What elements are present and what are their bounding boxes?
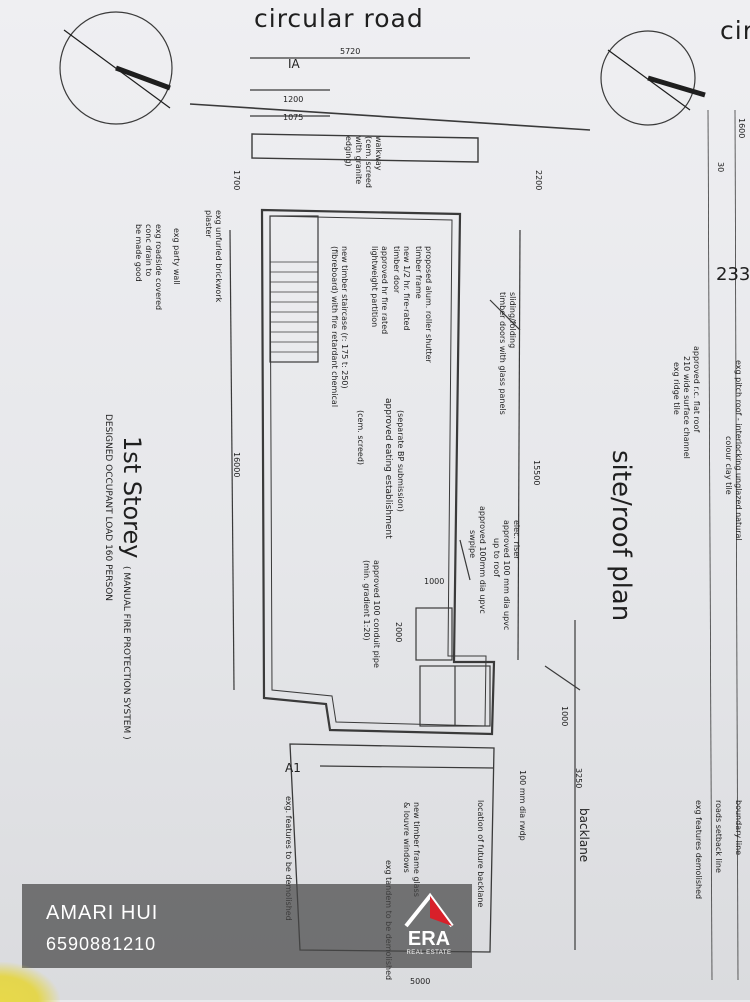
note-timber-glass: timber doors with glass panels: [498, 292, 507, 415]
dimension-2200: 2200: [534, 170, 543, 191]
note-granite: with granite: [354, 136, 363, 185]
section-mark-bottom: A1: [285, 761, 301, 775]
dimension-15500: 15500: [532, 460, 541, 486]
dimension-3250: 3250: [574, 768, 583, 789]
dimension-1700: 1700: [232, 170, 241, 191]
dimension-5720: 5720: [340, 47, 361, 56]
note-sliding-folding: sliding/folding: [508, 292, 517, 349]
note-fire-door: new 1/2 hr. fire-rated: [402, 246, 411, 331]
note-fire-partition: approved hr fire rated: [380, 246, 389, 335]
note-backlane: backlane: [577, 808, 591, 863]
note-clay-tile: colour clay tile: [724, 436, 733, 495]
era-logo-text: ERA: [407, 928, 451, 950]
note-exg-features: exg features demolished: [694, 800, 703, 900]
north-arrow-left-icon: [59, 11, 173, 125]
dimension-16000: 16000: [232, 452, 241, 478]
era-logo-subtext: REAL ESTATE: [406, 950, 452, 956]
note-ridge-tile: exg ridge tile: [672, 362, 681, 415]
note-timber-door: timber door: [392, 246, 401, 294]
note-upvc-pipe: approved 100mm dia upvc: [478, 506, 487, 614]
note-separate-bp: (separate BP submission): [396, 410, 405, 512]
storey-subtitle: ( MANUAL FIRE PROTECTION SYSTEM ): [121, 566, 131, 740]
dimension-1000: 1000: [424, 577, 445, 586]
dimension-1075: 1075: [283, 113, 304, 122]
note-louvre: & louvre windows: [402, 802, 411, 873]
note-setback-line: roads setback line: [714, 800, 723, 873]
era-logo: ERA REAL ESTATE: [400, 892, 458, 962]
site-roof-plan-title: site/roof plan: [606, 450, 636, 622]
note-walkway: walkway: [374, 136, 383, 171]
note-conduit-pipe: approved 100 conduit pipe: [372, 560, 381, 668]
agent-watermark: AMARI HUI 6590881210 ERA REAL ESTATE: [22, 884, 472, 968]
note-flat-roof: approved r.c. flat roof: [692, 346, 701, 433]
note-edging: edging): [344, 136, 353, 167]
note-staircase: new timber staircase (r: 175 t: 250): [340, 246, 349, 389]
dimension-2000: 2000: [394, 622, 403, 643]
dimension-1600: 1600: [737, 118, 746, 139]
note-conc-drain: conc drain to: [144, 224, 153, 277]
lot-number: 233: [716, 264, 750, 285]
note-upvc-100: approved 100 mm dia upvc: [502, 520, 511, 631]
note-roadside-drain: exg roadside covered: [154, 224, 163, 311]
note-boundary-line: boundary line: [734, 800, 743, 856]
yellow-corner-object: [0, 962, 60, 1002]
dimension-5000: 5000: [410, 977, 431, 986]
note-cem-screed-center: (cem. screed): [356, 410, 365, 466]
agent-phone: 6590881210: [46, 934, 157, 954]
note-party-wall: exg party wall: [172, 228, 181, 285]
north-arrow-right-icon: [600, 30, 696, 126]
note-surface-channel: 210 wide surface channel: [682, 356, 691, 459]
road-title: circular road: [254, 4, 424, 33]
note-eating-establishment: approved eating establishment: [383, 398, 393, 539]
note-up-to-roof: up to roof: [492, 538, 501, 577]
note-timber-frame: timber frame: [414, 246, 423, 299]
note-brickwork: exg unfurled brickwork: [214, 210, 223, 303]
note-cem-screed: (cem. screed: [364, 136, 373, 188]
dimension-30: 30: [716, 162, 725, 173]
dimension-1000b: 1000: [560, 706, 569, 727]
era-roof-icon: [404, 892, 454, 928]
storey-title: 1st Storey: [118, 436, 146, 559]
note-glass-frame: new timber frame glass: [412, 802, 421, 897]
note-rwdp: 100 mm dia rwdp: [518, 770, 527, 841]
note-roller-shutter: proposed alum. roller shutter: [424, 246, 433, 363]
note-elec-riser: elec. riser: [512, 520, 521, 560]
note-fibreboard: (fibreboard) with fire retardant chemica…: [330, 246, 339, 408]
road-title-right: cir: [720, 16, 750, 45]
note-lightweight-partition: lightweight partition: [370, 246, 379, 328]
section-mark-top: IA: [288, 57, 300, 71]
occupant-load: DESIGNED OCCUPANT LOAD 160 PERSON: [103, 414, 113, 602]
note-sw-pipe: swpipe: [468, 530, 477, 559]
note-made-good: be made good: [134, 224, 143, 282]
note-future-backlane: location of future backlane: [476, 800, 485, 908]
note-pitch-roof: exg pitch roof - interlocking unglazed n…: [734, 360, 743, 541]
dimension-1200: 1200: [283, 95, 304, 104]
note-gradient: (min. gradient 1:20): [362, 560, 371, 641]
note-plaster: plaster: [204, 210, 213, 238]
agent-name: AMARI HUI: [46, 902, 159, 924]
